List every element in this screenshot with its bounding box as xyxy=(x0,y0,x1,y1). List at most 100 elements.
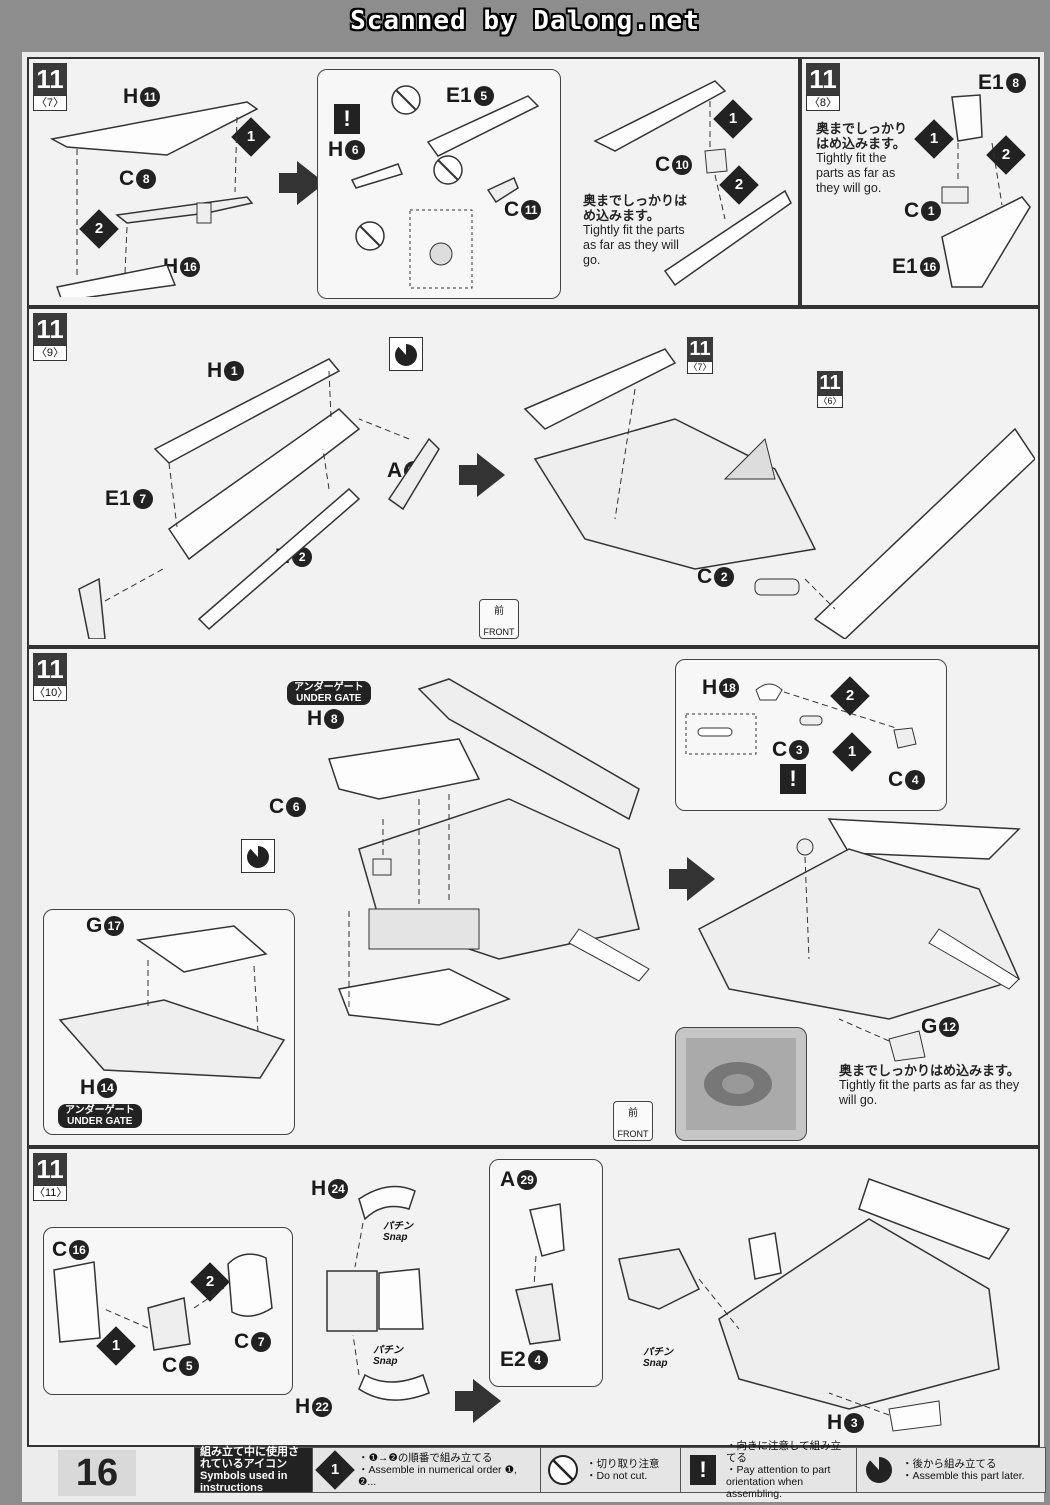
part-drawing-g17-h14 xyxy=(58,925,286,1079)
fit-note: 奥までしっかりはめ込みます。Tightly fit the parts as f… xyxy=(816,121,908,195)
part-drawing-e15-c11-h6 xyxy=(350,85,540,289)
step-badge: 11 〈8〉 xyxy=(806,63,840,111)
legend-item-order: 1 ・❶→❷の順番で組み立てる・Assemble in numerical or… xyxy=(313,1448,541,1492)
step-number: 11 xyxy=(33,1153,67,1185)
part-drawing-c10-assembly xyxy=(593,80,792,287)
page-number: 16 xyxy=(58,1450,136,1496)
step-badge: 11 〈11〉 xyxy=(33,1153,67,1201)
part-drawing-a29-e24 xyxy=(515,1203,565,1345)
orientation-warning-icon: ! xyxy=(780,764,806,794)
part-drawing-h11-c8-h16 xyxy=(49,101,259,297)
step-badge: 11 〈7〉 xyxy=(33,63,67,111)
legend-item-do-not-cut: ・切り取り注意・Do not cut. xyxy=(541,1448,681,1492)
part-drawing-h18-c3-c4 xyxy=(685,683,917,755)
order-2-marker: 2 xyxy=(719,165,759,205)
step-sub-number: 〈11〉 xyxy=(33,1185,68,1201)
unit-drawing-backpack-g12 xyxy=(698,818,1021,1062)
legend-item-orientation: ! ・向きに注意して組み立てる・Pay attention to part or… xyxy=(681,1440,857,1500)
legend-item-assemble-later: ・後から組み立てる・Assemble this part later. xyxy=(857,1448,1045,1492)
orientation-warning-icon: ! xyxy=(334,104,360,134)
part-drawing-c16-c5-c7 xyxy=(53,1253,273,1351)
step-number: 11 xyxy=(806,63,840,95)
step-number: 11 xyxy=(33,653,67,685)
step-sub-number: 〈7〉 xyxy=(33,95,67,111)
unit-drawing-final-assembly xyxy=(618,1178,1011,1432)
step-number: 11 xyxy=(33,313,67,345)
ref-step-7-badge: 11 〈7〉 xyxy=(687,337,713,374)
photo-placeholder xyxy=(686,1038,796,1130)
part-drawing-wing-parts xyxy=(78,358,440,639)
part-drawing-h24-h22-core xyxy=(326,1185,430,1401)
flow-arrow xyxy=(669,857,715,901)
step-badge: 11 〈9〉 xyxy=(33,313,67,361)
do-not-cut-icon xyxy=(546,1453,580,1487)
order-1-marker: 1 xyxy=(713,99,753,139)
flow-arrow xyxy=(459,453,505,497)
assemble-later-icon xyxy=(389,337,423,371)
assemble-later-icon xyxy=(862,1453,896,1487)
step-sub-number: 〈10〉 xyxy=(33,685,69,701)
unit-drawing-backpack xyxy=(523,348,1035,639)
ref-step-6-badge: 11 〈6〉 xyxy=(817,371,843,408)
photo-inset xyxy=(675,1027,807,1141)
order-icon: 1 xyxy=(315,1450,355,1490)
scan-watermark-header: Scanned by Dalong.net xyxy=(0,0,1050,48)
unit-drawing-under-gate-assembly xyxy=(328,678,650,1026)
step-badge: 11 〈10〉 xyxy=(33,653,69,701)
watermark-text: Scanned by Dalong.net xyxy=(350,6,700,36)
part-drawing-e18-c1-e16 xyxy=(941,94,1031,288)
step-panel-9: 11 〈9〉 H1 E17 H2 A30 11 〈7〉 11 〈 xyxy=(27,307,1040,647)
orientation-warning-icon: ! xyxy=(686,1453,720,1487)
assemble-later-icon xyxy=(241,839,275,873)
fit-note: 奥までしっかりはめ込みます。Tightly fit the parts as f… xyxy=(583,193,688,267)
step-sub-number: 〈9〉 xyxy=(33,345,67,361)
